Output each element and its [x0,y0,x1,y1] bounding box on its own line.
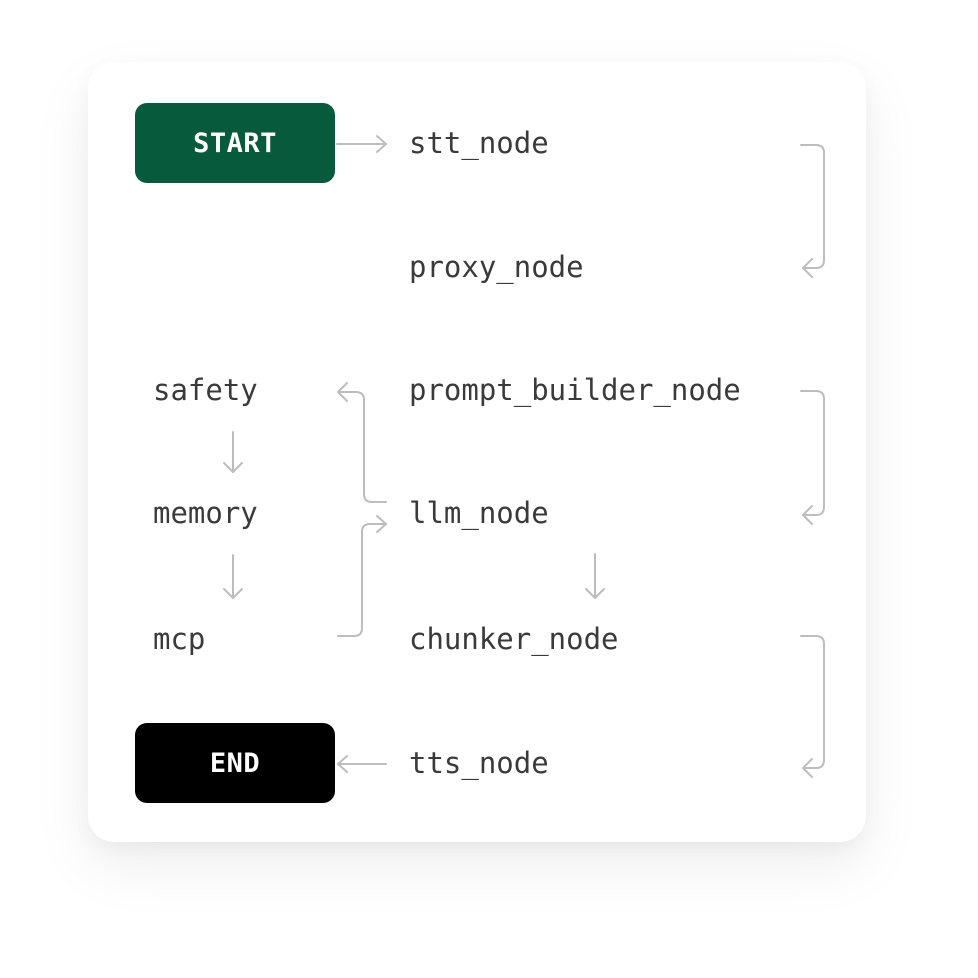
node-tts: tts_node [409,746,549,780]
node-memory: memory [153,496,258,530]
diagram-card [88,62,866,842]
end-terminal: END [135,723,335,803]
end-label: END [209,747,261,779]
node-safety: safety [153,373,258,407]
node-chunker: chunker_node [409,622,619,656]
node-proxy: proxy_node [409,250,584,284]
node-stt: stt_node [409,126,549,160]
start-label: START [193,127,277,159]
node-llm: llm_node [409,496,549,530]
start-terminal: START [135,103,335,183]
node-prompt-builder: prompt_builder_node [409,373,741,407]
node-mcp: mcp [153,622,206,656]
